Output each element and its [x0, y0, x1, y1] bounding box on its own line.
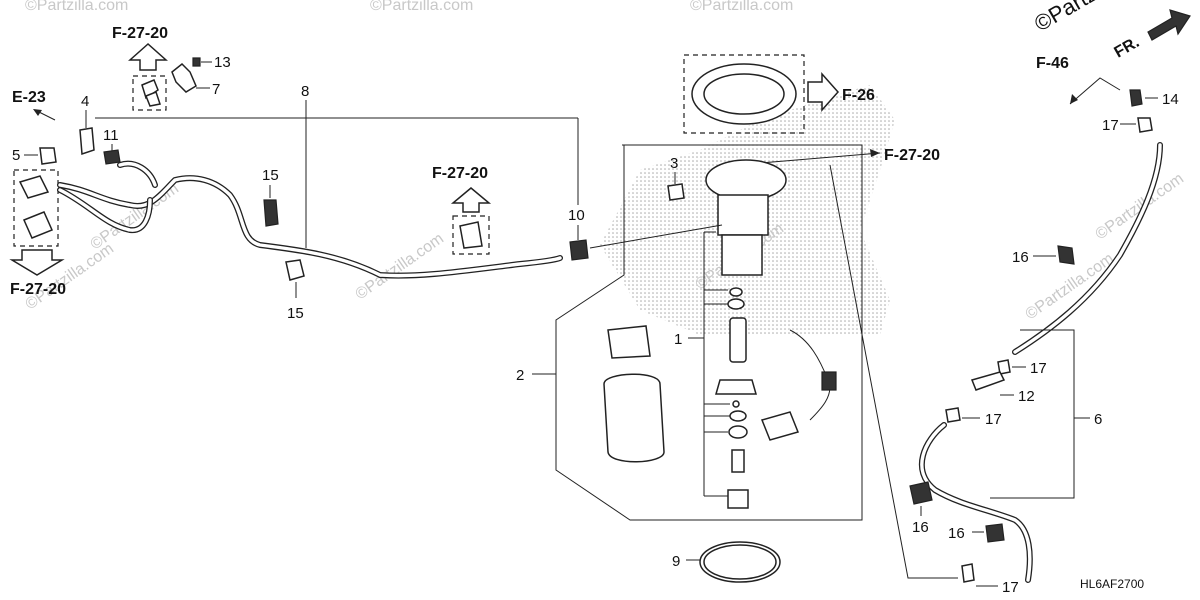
strainer-icon [727, 489, 749, 509]
clip-15a-icon [263, 199, 279, 227]
retainer-icon [607, 325, 651, 359]
callout-15a[interactable]: 15 [262, 167, 279, 184]
clamp-17d-icon [961, 563, 975, 583]
callout-16a[interactable]: 16 [1012, 249, 1029, 266]
hose-clamp-icon [79, 127, 95, 156]
front-marker: FR. [1112, 34, 1143, 62]
callout-7[interactable]: 7 [212, 81, 220, 98]
callout-2[interactable]: 2 [516, 367, 524, 384]
filter-icon [731, 449, 745, 473]
clip-16a-icon [1057, 245, 1075, 265]
callout-15b[interactable]: 15 [287, 305, 304, 322]
right-arrow-icon [807, 72, 840, 112]
mid-clip-box [452, 215, 490, 255]
screw-14-icon [1129, 89, 1143, 107]
callout-17b[interactable]: 17 [1030, 360, 1047, 377]
bolt-icon [192, 57, 201, 67]
watermark-1: ©Partzilla.com [25, 0, 128, 14]
ref-f27-20-mid[interactable]: F-27-20 [432, 165, 488, 182]
clip-16b-icon [909, 481, 933, 505]
grommet-icon [667, 183, 685, 201]
callout-6[interactable]: 6 [1094, 411, 1102, 428]
pump-flange [705, 159, 787, 201]
callout-5[interactable]: 5 [12, 147, 20, 164]
connector-plug-icon [760, 411, 800, 441]
clamp-17a-icon [1137, 117, 1153, 133]
clip-group-box [132, 75, 167, 111]
callout-3[interactable]: 3 [670, 155, 678, 172]
bracket-2 [555, 144, 863, 521]
callout-11[interactable]: 11 [103, 127, 119, 144]
pump-body-lower [721, 234, 763, 276]
callout-8[interactable]: 8 [301, 83, 309, 100]
clip-15b-icon [285, 259, 305, 281]
callout-10[interactable]: 10 [568, 207, 585, 224]
ref-f46[interactable]: F-46 [1036, 55, 1069, 72]
reservoir-cup [603, 373, 665, 463]
drain-hose [918, 422, 1033, 583]
watermark-9: ©Partzilla.com [1093, 170, 1187, 243]
callout-17d[interactable]: 17 [1002, 579, 1019, 596]
callout-17c[interactable]: 17 [985, 411, 1002, 428]
ref-f27-20-top[interactable]: F-27-20 [112, 25, 168, 42]
front-arrow-icon [1147, 9, 1191, 41]
clamp-icon [103, 149, 121, 165]
clip-icon [141, 79, 159, 100]
watermark-3: ©Partzilla.com [690, 0, 793, 14]
callout-13[interactable]: 13 [214, 54, 231, 71]
up-arrow-mid-icon [450, 187, 492, 213]
callout-9[interactable]: 9 [672, 553, 680, 570]
pump-body-upper [717, 194, 769, 236]
callout-17a[interactable]: 17 [1102, 117, 1119, 134]
ref-e23[interactable]: E-23 [12, 89, 46, 106]
callout-1[interactable]: 1 [674, 331, 682, 348]
connector-10-icon [569, 239, 589, 261]
pressure-regulator [715, 379, 757, 395]
callout-14[interactable]: 14 [1162, 91, 1179, 108]
o-ring-icon [727, 298, 745, 310]
bracket-clip-icon [171, 62, 197, 93]
breather-hose [1012, 142, 1163, 355]
callout-4[interactable]: 4 [81, 93, 89, 110]
left-clip-2-icon [22, 211, 54, 239]
ref-f27-20-right[interactable]: F-27-20 [884, 147, 940, 164]
clip-16c-icon [985, 523, 1005, 543]
callout-16b[interactable]: 16 [912, 519, 929, 536]
up-arrow-icon [128, 42, 168, 71]
fuel-pump-motor [729, 317, 747, 363]
clip-icon-2 [145, 91, 161, 107]
diagram-code: HL6AF2700 [1080, 577, 1144, 591]
joint-12-icon [970, 371, 1006, 391]
sender-icon [821, 371, 837, 391]
callout-16c[interactable]: 16 [948, 525, 965, 542]
callout-12[interactable]: 12 [1018, 388, 1035, 405]
down-arrow-icon [9, 249, 65, 276]
watermark-2: ©Partzilla.com [370, 0, 473, 14]
left-clip-box [13, 169, 59, 247]
clamp-17c-icon [945, 407, 961, 423]
ref-f27-20-left[interactable]: F-27-20 [10, 281, 66, 298]
mid-clip-icon [459, 221, 483, 249]
clip-5-icon [39, 147, 57, 165]
watermark-corner: ©Partzilla [1030, 0, 1125, 36]
left-clip-1-icon [18, 175, 50, 199]
clamp-17b-icon [997, 359, 1011, 375]
ref-f26[interactable]: F-26 [842, 87, 875, 104]
